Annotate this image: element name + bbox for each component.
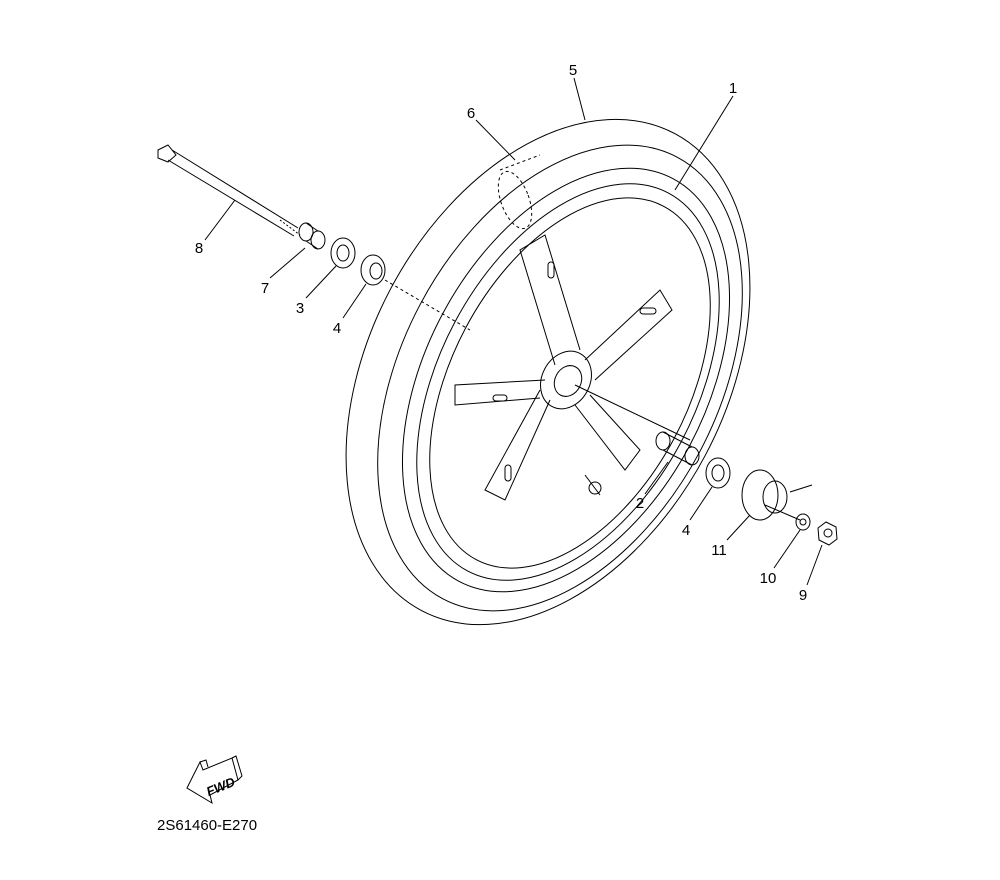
callout-4-left: 4 bbox=[333, 320, 341, 337]
inner-tube-section bbox=[497, 170, 533, 230]
callout-2: 2 bbox=[636, 495, 644, 512]
valve-stem bbox=[584, 474, 602, 496]
callout-11: 11 bbox=[711, 542, 727, 559]
bearing-left bbox=[360, 254, 386, 286]
callout-5: 5 bbox=[569, 62, 577, 79]
wheel-rim bbox=[401, 167, 731, 593]
callout-8: 8 bbox=[195, 240, 203, 257]
speedometer-gear-unit bbox=[741, 469, 813, 521]
leader-lines bbox=[204, 77, 823, 586]
callout-3: 3 bbox=[296, 300, 304, 317]
tire bbox=[345, 118, 751, 626]
spacer bbox=[655, 431, 700, 466]
drawing-code: 2S61460-E270 bbox=[157, 817, 258, 834]
callout-1: 1 bbox=[729, 80, 737, 97]
callout-10: 10 bbox=[760, 570, 777, 587]
forward-arrow-icon: FWD bbox=[186, 755, 243, 805]
fwd-label: FWD bbox=[204, 774, 238, 799]
callout-6: 6 bbox=[467, 105, 475, 122]
callout-9: 9 bbox=[799, 587, 807, 604]
axle-nut bbox=[817, 521, 838, 546]
callout-7: 7 bbox=[261, 280, 269, 297]
axle-shaft bbox=[157, 144, 301, 237]
washer bbox=[795, 513, 811, 531]
wheel-spokes bbox=[454, 234, 673, 501]
collar bbox=[298, 222, 326, 250]
hub bbox=[540, 350, 592, 410]
bearing-right bbox=[705, 457, 731, 489]
oil-seal bbox=[330, 237, 356, 269]
callout-4-right: 4 bbox=[682, 522, 690, 539]
